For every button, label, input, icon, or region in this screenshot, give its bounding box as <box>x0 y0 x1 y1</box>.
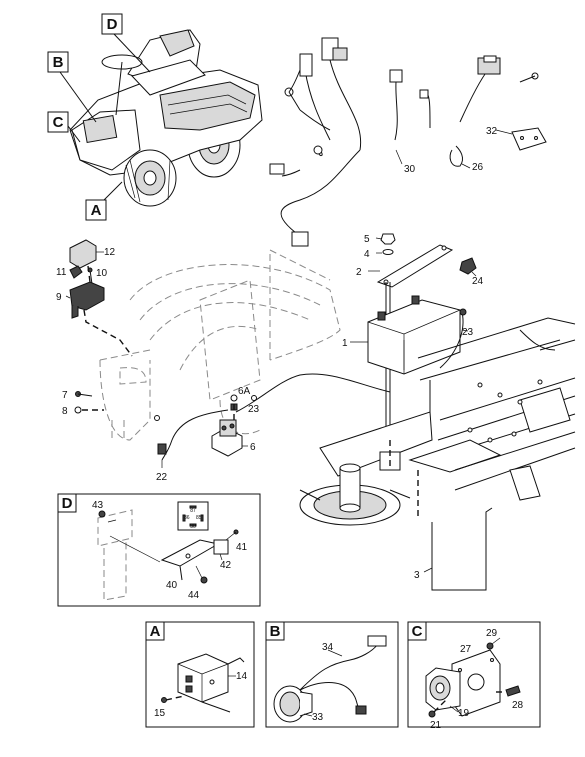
tag-d-leader <box>113 33 151 73</box>
label-6a[interactable]: 6A <box>238 386 251 397</box>
label-11[interactable]: 11 <box>56 267 67 278</box>
mount-panel-43 <box>97 509 133 547</box>
nut-6a <box>230 394 238 402</box>
terminal-cover-24 <box>459 257 477 275</box>
svg-text:B: B <box>270 623 281 640</box>
label-7[interactable]: 7 <box>62 390 68 401</box>
label-28[interactable]: 28 <box>512 700 524 711</box>
ignition-bracket-27 <box>451 649 501 717</box>
cable-23-solenoid <box>235 373 391 413</box>
label-24[interactable]: 24 <box>472 276 484 287</box>
label-27[interactable]: 27 <box>460 644 472 655</box>
svg-text:B: B <box>53 54 64 71</box>
label-5[interactable]: 5 <box>364 234 370 245</box>
label-22[interactable]: 22 <box>156 472 168 483</box>
nut-44 <box>200 576 208 584</box>
label-26[interactable]: 26 <box>472 162 484 173</box>
starter-solenoid-6 <box>211 419 243 457</box>
relay-12 <box>69 239 97 269</box>
seat-switch-14 <box>177 653 245 713</box>
relay-pinout-diagram: 87 86 85 30 <box>177 501 209 531</box>
label-41[interactable]: 41 <box>236 542 248 553</box>
tag-b[interactable]: B <box>47 51 69 73</box>
svg-text:A: A <box>150 623 161 640</box>
label-21[interactable]: 21 <box>430 720 442 731</box>
svg-text:87: 87 <box>190 508 196 514</box>
screw-43 <box>98 510 106 518</box>
tractor-illustration <box>69 29 263 207</box>
relay-11 <box>69 265 83 279</box>
label-4[interactable]: 4 <box>364 249 370 260</box>
screw-21 <box>428 710 436 718</box>
battery-1 <box>367 295 461 375</box>
tag-d[interactable]: D <box>101 13 123 35</box>
relay-42 <box>213 539 229 555</box>
label-3[interactable]: 3 <box>414 570 420 581</box>
label-9[interactable]: 9 <box>56 292 62 303</box>
svg-text:C: C <box>53 114 64 131</box>
label-8[interactable]: 8 <box>62 406 68 417</box>
tag-b-leader <box>59 71 97 123</box>
label-30[interactable]: 30 <box>404 164 416 175</box>
tag-a[interactable]: A <box>85 199 107 221</box>
svg-text:D: D <box>62 495 73 512</box>
cable-23-battery <box>439 311 464 369</box>
label-23-lower[interactable]: 23 <box>248 404 260 415</box>
svg-text:C: C <box>412 623 423 640</box>
label-34[interactable]: 34 <box>322 642 334 653</box>
headlight-33 <box>273 685 313 723</box>
svg-text:A: A <box>91 202 102 219</box>
washer-4 <box>382 249 394 255</box>
nut-29 <box>486 642 494 650</box>
box-c-tag[interactable]: C <box>407 621 427 641</box>
svg-text:85: 85 <box>196 515 202 521</box>
label-23-upper[interactable]: 23 <box>462 327 474 338</box>
svg-text:30: 30 <box>190 524 196 530</box>
bracket-32 <box>511 127 547 151</box>
label-33[interactable]: 33 <box>312 712 324 723</box>
wiring-harness <box>269 37 539 247</box>
cable-tie-26 <box>449 145 463 167</box>
label-10[interactable]: 10 <box>96 268 108 279</box>
detail-box-d <box>57 493 261 607</box>
label-40[interactable]: 40 <box>166 580 178 591</box>
screw-28 <box>505 685 521 697</box>
label-43[interactable]: 43 <box>92 500 104 511</box>
nut-5 <box>380 233 396 245</box>
screw-15 <box>161 697 167 703</box>
tag-a-leader <box>103 181 123 201</box>
label-44[interactable]: 44 <box>188 590 200 601</box>
fender-outline <box>99 249 341 441</box>
hold-down-rod-3 <box>431 507 493 591</box>
label-19[interactable]: 19 <box>458 708 470 719</box>
tractor-frame <box>299 317 576 526</box>
cable-22 <box>161 409 229 461</box>
label-15[interactable]: 15 <box>154 708 166 719</box>
label-32[interactable]: 32 <box>486 126 498 137</box>
headlight-harness-34 <box>299 635 387 715</box>
label-42[interactable]: 42 <box>220 560 232 571</box>
label-12[interactable]: 12 <box>104 247 116 258</box>
washer-8 <box>74 406 82 414</box>
label-14[interactable]: 14 <box>236 671 248 682</box>
label-29[interactable]: 29 <box>486 628 498 639</box>
box-d-tag[interactable]: D <box>57 493 77 513</box>
ignition-switch-19 <box>425 667 461 711</box>
box-b-tag[interactable]: B <box>265 621 285 641</box>
bracket-9 <box>69 281 105 311</box>
label-1[interactable]: 1 <box>342 338 348 349</box>
box-a-tag[interactable]: A <box>145 621 165 641</box>
label-6[interactable]: 6 <box>250 442 256 453</box>
svg-text:86: 86 <box>184 515 190 521</box>
svg-text:D: D <box>107 16 118 33</box>
tag-c[interactable]: C <box>47 111 69 133</box>
tag-c-leader <box>67 125 81 143</box>
label-2[interactable]: 2 <box>356 267 362 278</box>
